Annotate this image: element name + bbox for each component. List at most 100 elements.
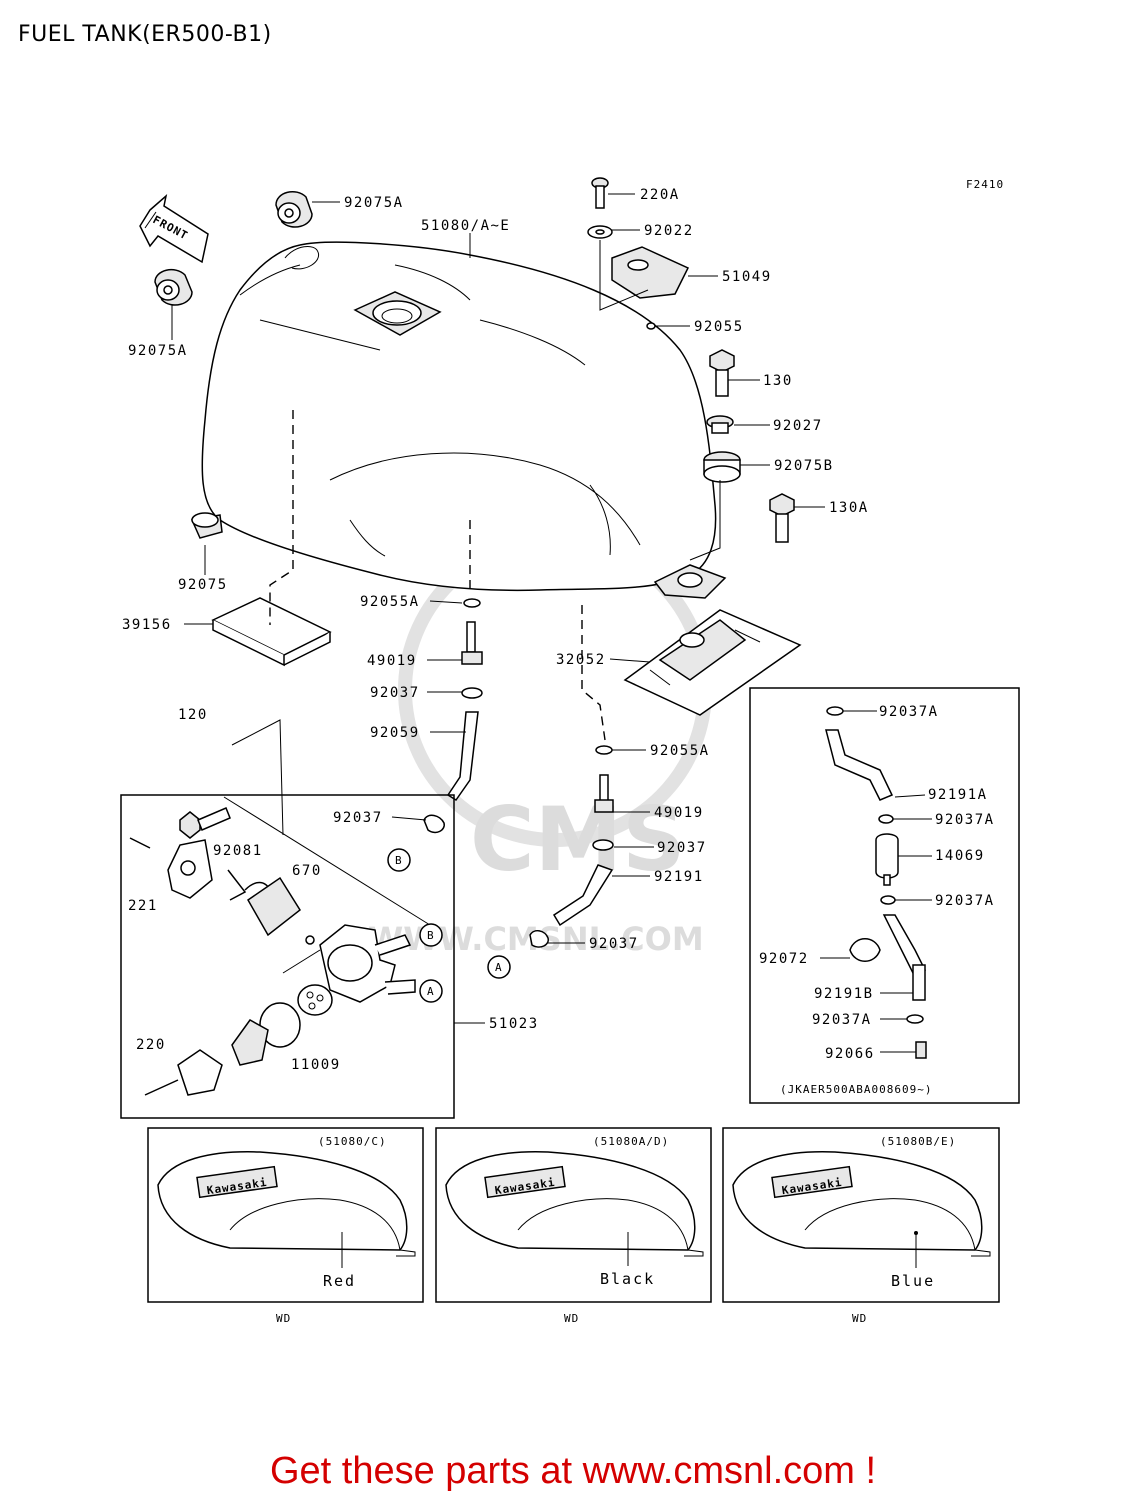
callout-49019-2: 49019 [654, 805, 704, 821]
marker-a-1 [487, 955, 511, 979]
petcock-parts [129, 837, 416, 1096]
bumper-92075 [190, 512, 223, 539]
grommet-92055 [646, 322, 656, 330]
rubber-damper-92075a-left [154, 268, 193, 306]
rubber-damper-92075a-top [275, 190, 313, 228]
filter-kit-parts [825, 706, 927, 1059]
variant-color-black: Black [600, 1270, 655, 1288]
bolt-120 [179, 807, 231, 839]
callout-120: 120 [178, 707, 208, 723]
variant-box-blue [722, 1127, 1000, 1303]
variant-code-black: (51080A/D) [593, 1135, 669, 1148]
variant-color-blue: Blue [891, 1272, 935, 1290]
callout-49019-1: 49019 [367, 653, 417, 669]
fuel-tank-body [201, 241, 727, 599]
footer-cta[interactable]: Get these parts at www.cmsnl.com ! [269, 1450, 877, 1492]
dash-line-label [269, 410, 294, 625]
callout-92037a-1: 92037A [879, 704, 939, 720]
bolt-220a [591, 177, 609, 209]
callout-51023: 51023 [489, 1016, 539, 1032]
variant-code-red: (51080/C) [318, 1135, 387, 1148]
page-title: FUEL TANK(ER500-B1) [18, 22, 272, 47]
callout-92022: 92022 [644, 223, 694, 239]
callout-92191b: 92191B [814, 986, 874, 1002]
leader-120 [231, 719, 284, 836]
collar-92027 [706, 415, 734, 434]
callout-92066: 92066 [825, 1046, 875, 1062]
callout-92037a-2: 92037A [935, 812, 995, 828]
callout-92191a: 92191A [928, 787, 988, 803]
callout-92055a-1: 92055A [360, 594, 420, 610]
callout-39156: 39156 [122, 617, 172, 633]
marker-b-1-label: B [395, 854, 403, 867]
watermark-logo: CMS [470, 788, 686, 891]
bolt-130a [769, 493, 795, 543]
callout-92037-4: 92037 [589, 936, 639, 952]
callout-92081: 92081 [213, 843, 263, 859]
serial-note: (JKAER500ABA008609~) [780, 1083, 932, 1096]
tank-silhouette-black [445, 1151, 704, 1257]
callout-92055: 92055 [694, 319, 744, 335]
bracket-32052 [623, 609, 802, 716]
marker-a-1-label: A [495, 961, 503, 974]
petcock-box [120, 794, 455, 1119]
callout-92037a-4: 92037A [812, 1012, 872, 1028]
callout-92075: 92075 [178, 577, 228, 593]
callout-leaders [171, 193, 932, 1053]
leader-cover [599, 240, 649, 311]
callout-92191: 92191 [654, 869, 704, 885]
leader-box [223, 796, 431, 974]
variant-code-blue: (51080B/E) [880, 1135, 956, 1148]
callout-92037-3: 92037 [657, 840, 707, 856]
callout-92037-2: 92037 [333, 810, 383, 826]
filter-kit-box [749, 687, 1020, 1104]
callout-92059: 92059 [370, 725, 420, 741]
watermark: CMS WWW.CMSNL.COM [368, 533, 712, 958]
dash-line-fitting [581, 605, 606, 741]
fuel-tank-exploded-diagram: CMS WWW.CMSNL.COM F2410 FRONT [120, 177, 1020, 1325]
leader-rear-mount [689, 480, 721, 561]
tank-silhouette-red [157, 1151, 416, 1257]
callout-11009: 11009 [291, 1057, 341, 1073]
front-arrow-icon: FRONT [139, 193, 209, 264]
bolt-130 [709, 349, 735, 397]
marker-a-2-label: A [427, 985, 435, 998]
variant-panels: Kawasaki Kawasaki Kawasaki (51080/C) (51… [147, 1127, 1000, 1325]
figure-code: F2410 [966, 178, 1004, 191]
tank-silhouette-blue [732, 1151, 991, 1257]
callout-670: 670 [292, 863, 322, 879]
marker-b-2 [419, 923, 443, 947]
variant-box-red [147, 1127, 424, 1303]
callout-130: 130 [763, 373, 793, 389]
callout-92027: 92027 [773, 418, 823, 434]
callout-92037a-3: 92037A [935, 893, 995, 909]
washer-92022 [587, 225, 613, 239]
callout-220: 220 [136, 1037, 166, 1053]
marker-b-2-label: B [427, 929, 435, 942]
variant-box-black [435, 1127, 712, 1303]
callout-92075b: 92075B [774, 458, 834, 474]
rubber-92075b [703, 451, 741, 483]
callout-92055a-2: 92055A [650, 743, 710, 759]
callout-92075a-left: 92075A [128, 343, 188, 359]
variant-footnote-black: WD [564, 1312, 579, 1325]
callout-32052: 32052 [556, 652, 606, 668]
label-plate-39156 [211, 597, 332, 667]
fitting-chain-right [529, 745, 614, 948]
variant-color-red: Red [323, 1272, 356, 1290]
callout-51049: 51049 [722, 269, 772, 285]
callout-130a: 130A [829, 500, 869, 516]
marker-b-1 [387, 848, 411, 872]
variant-footnote-red: WD [276, 1312, 291, 1325]
callout-221: 221 [128, 898, 158, 914]
callout-220a: 220A [640, 187, 680, 203]
callout-92072: 92072 [759, 951, 809, 967]
part-callouts: 92075A 92075A 51080/A~E 220A 92022 51049… [122, 187, 995, 1073]
marker-a-2 [419, 979, 443, 1003]
cover-51049 [611, 246, 690, 299]
callout-92075a-top: 92075A [344, 195, 404, 211]
fitting-chain-left [423, 598, 483, 834]
callout-51080: 51080/A~E [421, 218, 510, 234]
variant-footnote-blue: WD [852, 1312, 867, 1325]
callout-92037-1: 92037 [370, 685, 420, 701]
